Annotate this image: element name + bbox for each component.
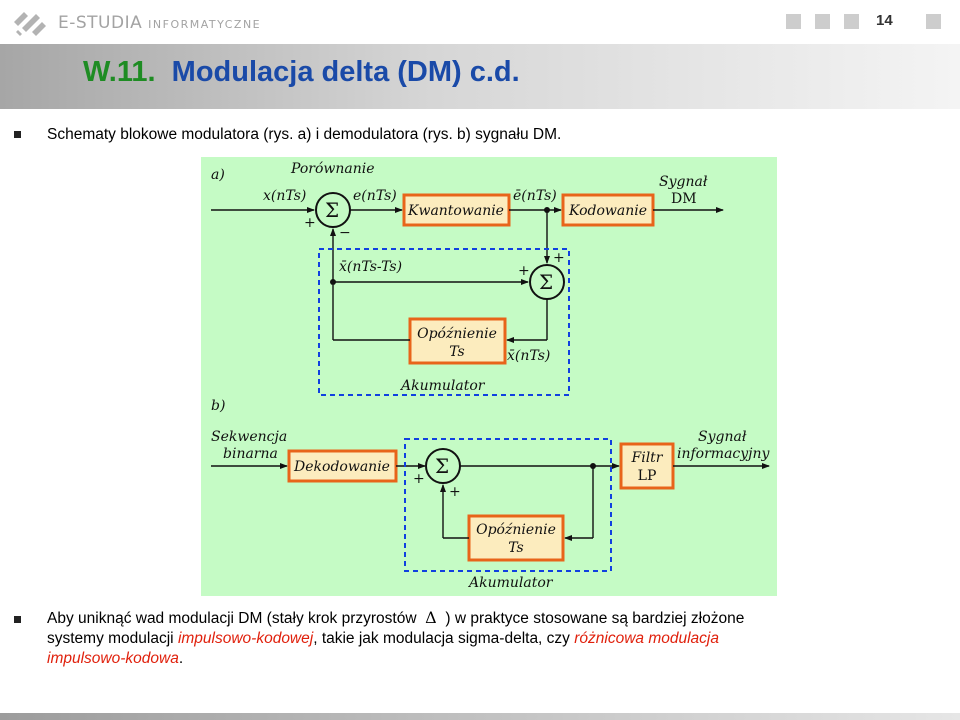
bullet2-line2-a: systemy modulacji <box>47 630 178 647</box>
sigma-b: Σ <box>435 454 449 478</box>
logo-icon <box>14 12 46 36</box>
block-filtr-label: Filtr <box>631 450 664 466</box>
delta-symbol: Δ <box>425 608 437 627</box>
highlight-impulsowo-kodowej: impulsowo-kodowej <box>177 630 314 647</box>
sigma-a1: Σ <box>325 198 339 222</box>
nav-square-2[interactable] <box>815 14 830 29</box>
label-a: a) <box>211 167 225 183</box>
block-kwantowanie-label: Kwantowanie <box>407 203 504 219</box>
block-dekodowanie <box>287 449 398 483</box>
minus-a1: − <box>339 225 351 241</box>
logo: E-STUDIA INFORMATYCZNE <box>12 8 261 38</box>
block-filtr-lp: LP <box>638 468 657 484</box>
block-dekodowanie-label: Dekodowanie <box>293 459 390 475</box>
logo-text: E-STUDIA INFORMATYCZNE <box>58 13 261 33</box>
label-input-x: x(nTs) <box>263 188 306 204</box>
sigma-a2: Σ <box>539 270 553 294</box>
block-diagram-svg: a) Porównanie x(nTs) e(nTs) ē(nTs) Sygna… <box>211 161 771 591</box>
page-title: W.11. Modulacja delta (DM) c.d. <box>83 56 520 89</box>
bullet-marker-1 <box>14 131 21 138</box>
plus-b2: + <box>449 484 461 500</box>
label-b: b) <box>211 398 225 414</box>
label-feedback-bottom: x̄(nTs) <box>507 348 550 364</box>
nav-square-3[interactable] <box>844 14 859 29</box>
block-kodowanie-label: Kodowanie <box>568 203 647 219</box>
title-text: Modulacja delta (DM) c.d. <box>171 56 520 88</box>
label-informacyjny: informacyjny <box>677 446 771 462</box>
bullet2-line1-a: Aby uniknąć wad modulacji DM (stały krok… <box>47 610 417 627</box>
accumulator-box-b <box>404 438 612 572</box>
highlight-impulsowo-kodowa: impulsowo-kodowa <box>47 650 179 667</box>
label-akumulator-a: Akumulator <box>399 378 486 394</box>
label-feedback-top: x̄(nTs-Ts) <box>339 259 402 275</box>
label-quant-out: ē(nTs) <box>513 188 557 204</box>
nav-square-1[interactable] <box>786 14 801 29</box>
block-diagram: a) Porównanie x(nTs) e(nTs) ē(nTs) Sygna… <box>201 157 777 596</box>
label-akumulator-b: Akumulator <box>467 575 554 591</box>
plus-a1: + <box>304 215 316 231</box>
highlight-roznicowa: różnicowa modulacja <box>574 630 719 647</box>
page-number: 14 <box>876 12 893 29</box>
block-filtr <box>619 442 675 490</box>
block-opoznienie-b-label: Opóźnienie <box>476 522 556 538</box>
bullet2-line1-b: ) w praktyce stosowane są bardziej złożo… <box>445 610 745 627</box>
label-error: e(nTs) <box>353 188 397 204</box>
bullet2-line2-b: , takie jak modulacja sigma-delta, czy <box>313 630 575 647</box>
label-sekwencja: Sekwencja <box>211 429 287 445</box>
title-number: W.11. <box>83 56 156 88</box>
label-sygnal-b: Sygnał <box>698 429 747 445</box>
bullet-text-2: Aby uniknąć wad modulacji DM (stały krok… <box>47 608 927 669</box>
bullet2-line3-end: . <box>178 650 184 667</box>
label-sygnal-a: Sygnał <box>659 174 708 190</box>
footer-bar <box>0 713 960 720</box>
logo-main-text: E-STUDIA <box>58 13 143 33</box>
title-bar <box>0 44 960 109</box>
plus-b1: + <box>413 471 425 487</box>
bullet-marker-2 <box>14 616 21 623</box>
label-dm: DM <box>671 191 697 207</box>
block-opoznienie-a-label: Opóźnienie <box>417 326 497 342</box>
bullet-text-1: Schematy blokowe modulatora (rys. a) i d… <box>47 126 562 143</box>
nav-square-4[interactable] <box>926 14 941 29</box>
logo-sub-text: INFORMATYCZNE <box>148 18 262 31</box>
label-porownanie: Porównanie <box>290 161 375 177</box>
plus-a2: + <box>553 250 565 266</box>
block-kwantowanie <box>402 193 511 227</box>
block-opoznienie-b <box>467 514 565 562</box>
block-opoznienie-a-ts: Ts <box>449 344 465 360</box>
block-opoznienie-a <box>408 317 507 365</box>
plus-a3: + <box>518 263 530 279</box>
block-opoznienie-b-ts: Ts <box>508 540 524 556</box>
label-binarna: binarna <box>223 446 278 462</box>
